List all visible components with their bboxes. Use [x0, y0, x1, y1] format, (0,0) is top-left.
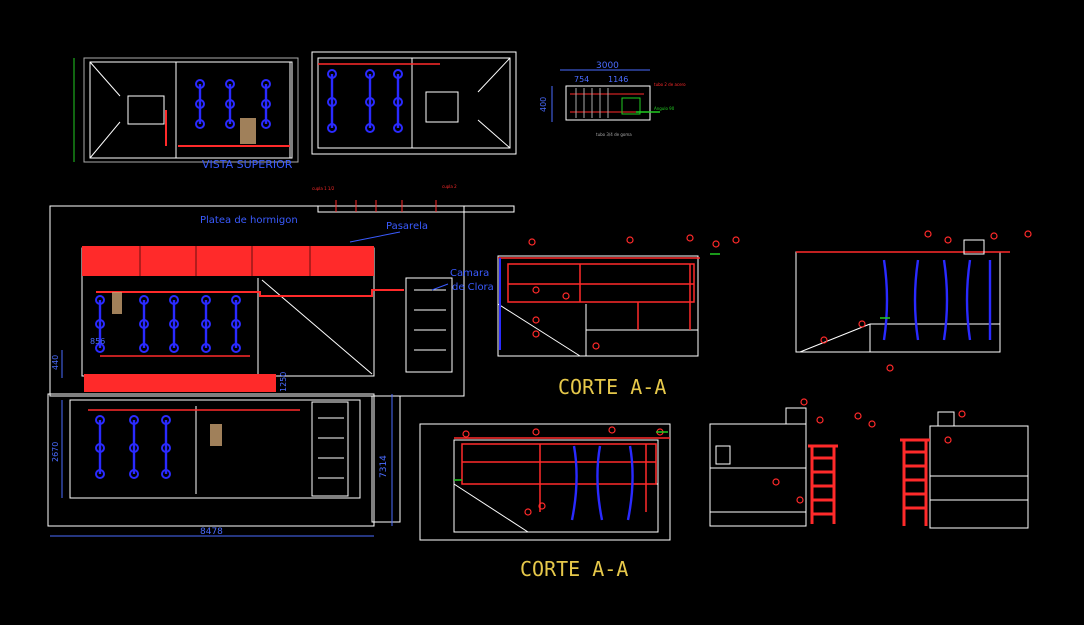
detail-note-2: Angulo 90	[654, 106, 675, 111]
pasarela-label: Pasarela	[386, 221, 428, 232]
detail-dim-top: 3000	[596, 61, 619, 71]
detail-dim-b: 1146	[608, 75, 628, 84]
side-elevation-left	[709, 407, 807, 527]
dim-mid-small2: 1250	[279, 372, 288, 392]
side-elevation-right	[929, 411, 1029, 529]
section-1-pipes	[498, 257, 700, 330]
walkway-red-mid	[84, 374, 276, 392]
camara-label-top: Camara	[450, 268, 489, 279]
diffuser-grid-top-left	[194, 78, 272, 130]
diffuser-grid-top-middle	[326, 68, 404, 134]
cupla-2-label: cupla 2	[442, 184, 457, 189]
section-3-pipes	[454, 437, 670, 512]
diffuser-grid-main	[94, 294, 242, 480]
ladder-icon-right	[900, 438, 930, 526]
green-accents	[454, 111, 890, 481]
dim-left-small: 440	[51, 355, 60, 370]
platea-label: Platea de hormigon	[200, 215, 298, 226]
main-dimension-lines	[50, 350, 393, 537]
vista-superior-plan	[73, 57, 299, 163]
detail-dim-a: 754	[574, 75, 589, 84]
cupla-1-label: cupla 1 1/2	[312, 186, 335, 191]
top-plan-view-2	[311, 51, 517, 155]
section-2-diffusers	[882, 259, 992, 341]
corte-title-1: CORTE A-A	[558, 375, 666, 399]
section-view-1	[497, 255, 699, 357]
dim-left-height: 2670	[51, 442, 60, 462]
detail-dim-side: 400	[539, 97, 548, 112]
camara-label-bottom: de Clora	[452, 282, 494, 293]
walkway-beam	[317, 200, 515, 213]
detail-note-1: tubo 2 de acero	[654, 82, 686, 87]
vista-superior-label: VISTA SUPERIOR	[202, 158, 293, 171]
section-3-diffusers	[570, 445, 634, 521]
dim-mid-small: 856	[90, 337, 105, 346]
pipe-detail	[551, 69, 651, 122]
ladder-icon	[808, 444, 838, 524]
walkway-red-top	[82, 246, 374, 276]
dim-right-height: 7314	[379, 455, 389, 478]
dim-total-width: 8478	[200, 527, 223, 537]
detail-note-3: tubo 3/4 de goma	[596, 132, 632, 137]
corte-title-2: CORTE A-A	[520, 557, 628, 581]
